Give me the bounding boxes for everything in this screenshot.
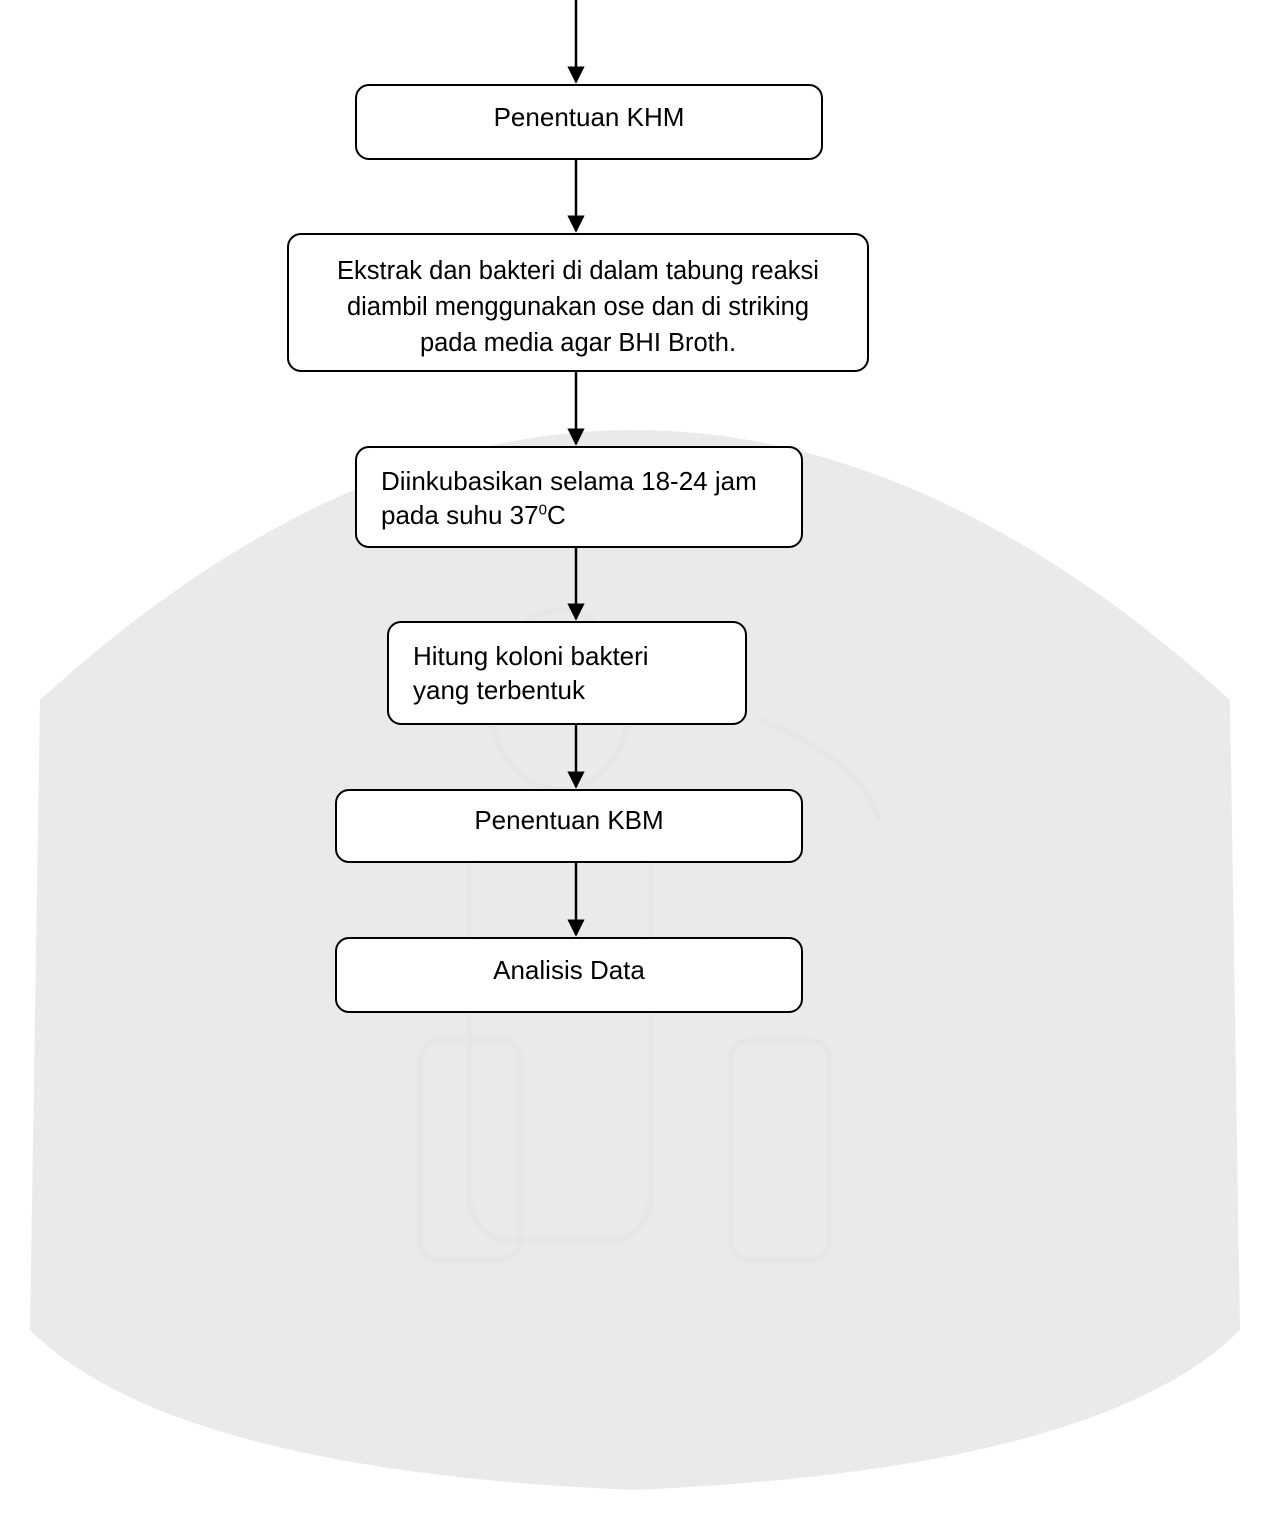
step-hitung-koloni: Hitung koloni bakteri yang terbentuk (387, 621, 747, 725)
step-ekstrak-bakteri-label: Ekstrak dan bakteri di dalam tabung reak… (337, 257, 819, 357)
step-penentuan-khm: Penentuan KHM (355, 84, 823, 160)
step-penentuan-khm-label: Penentuan KHM (493, 102, 685, 132)
step-penentuan-kbm-label: Penentuan KBM (474, 805, 664, 835)
step-diinkubasikan-label: Diinkubasikan selama 18-24 jam pada suhu… (381, 466, 757, 530)
step-diinkubasikan: Diinkubasikan selama 18-24 jam pada suhu… (355, 446, 803, 548)
step-ekstrak-bakteri: Ekstrak dan bakteri di dalam tabung reak… (287, 233, 869, 372)
step-analisis-data-label: Analisis Data (493, 955, 645, 985)
step-hitung-koloni-label: Hitung koloni bakteri yang terbentuk (413, 641, 649, 705)
step-penentuan-kbm: Penentuan KBM (335, 789, 803, 863)
degree-superscript: 0 (538, 501, 547, 519)
step-analisis-data: Analisis Data (335, 937, 803, 1013)
